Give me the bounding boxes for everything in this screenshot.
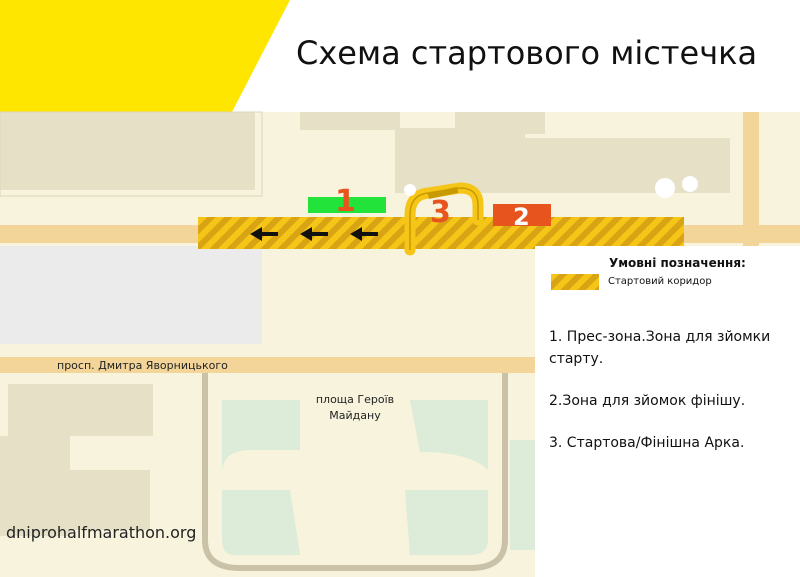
yellow-accent-triangle [0, 0, 290, 112]
legend-title: Умовні позначення: [609, 256, 746, 270]
building [300, 112, 400, 130]
zone-number-1: 1 [335, 184, 356, 219]
building [0, 436, 70, 536]
note-item: 1. Прес-зона.Зона для зйомки старту. [549, 329, 771, 367]
note-item: 3. Стартова/Фінішна Арка. [549, 435, 745, 451]
park-area [222, 400, 300, 470]
legend-panel [535, 246, 800, 577]
building [520, 138, 730, 193]
legend-swatch-start-corridor [551, 274, 599, 290]
zone-2-finish-area [493, 204, 551, 226]
building [8, 384, 153, 436]
page-title: Схема стартового містечка [296, 34, 758, 72]
road-right [743, 112, 759, 252]
building [455, 112, 545, 134]
left-arrow-icon [350, 227, 378, 241]
square-label: площа Героїв Майдану [315, 393, 395, 422]
building [0, 111, 263, 197]
building [0, 112, 255, 190]
left-arrow-icon [250, 227, 278, 241]
website-link[interactable]: dniprohalfmarathon.org [6, 523, 197, 542]
note-item: 2.Зона для зйомок фінішу. [549, 393, 746, 409]
park-area [410, 400, 488, 470]
zone-notes: 1. Прес-зона.Зона для зйомки старту. 2.З… [549, 326, 794, 474]
arch-icon [404, 182, 484, 256]
building [0, 246, 262, 344]
decor-blob [404, 184, 416, 196]
building [395, 128, 525, 193]
start-corridor [198, 217, 684, 249]
zone-number-2: 2 [513, 203, 530, 231]
zone-number-3: 3 [430, 195, 451, 230]
decor-blob [682, 176, 698, 192]
legend-label-start-corridor: Стартовий коридор [608, 276, 712, 287]
left-arrow-icon [300, 227, 328, 241]
street-label: просп. Дмитра Яворницького [57, 359, 228, 372]
decor-blob [655, 178, 675, 198]
zone-1-press-area [308, 197, 386, 213]
park-area [510, 440, 535, 550]
park-area [405, 490, 488, 555]
park-area [222, 490, 300, 555]
road-avenue [0, 357, 535, 373]
building [70, 470, 150, 530]
